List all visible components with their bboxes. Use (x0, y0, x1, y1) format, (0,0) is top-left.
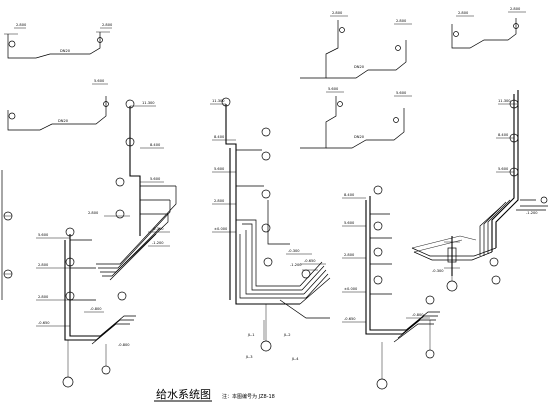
riser-system-3: 8.400 5.600 2.800 ±0.000 -0.650 -0.800 1… (342, 90, 548, 390)
detail-sketch-2: 5.600 DN20 (7, 79, 109, 131)
s1-elev-bottom: -0.800 (118, 343, 130, 347)
s2-tag-jl2: JL-2 (283, 333, 291, 337)
detail-5-elev-b: 5.600 (396, 91, 407, 95)
drawing-note: 注：本图编号为 JZ8-18 (222, 393, 275, 400)
detail-3-elev-a: 2.800 (332, 11, 343, 15)
s2-elev-0000: ±0.000 (214, 227, 228, 231)
s2-elev-11300: 11.300 (212, 99, 225, 103)
s2-tag-jl1: JL-1 (247, 333, 255, 337)
detail-sketch-3: 2.800 2.800 DN20 (300, 11, 412, 79)
riser-system-2: 11.300 8.400 5.600 2.800 ±0.000 -0.300 -… (210, 97, 331, 361)
s3-elev-neg0800: -0.800 (412, 313, 424, 317)
detail-1-dn: DN20 (60, 49, 71, 53)
s3-elev-neg0650: -0.650 (344, 317, 356, 321)
s3-elev-meter: -0.300 (432, 269, 444, 273)
s1-elev-left-a: 5.600 (38, 233, 49, 237)
detail-3-dn: DN20 (354, 65, 365, 69)
s3-right-elev-5600: 5.600 (498, 167, 509, 171)
riser-system-1: 11.300 8.400 5.600 2.800 -0.300 -1.200 5… (36, 99, 177, 388)
drawing-title: 给水系统图 (156, 388, 211, 401)
s1-elev-left-c: 2.800 (38, 295, 49, 299)
s2-elev-5600: 5.600 (214, 167, 225, 171)
s3-elev-8400: 8.400 (344, 193, 355, 197)
s1-elev-left-d: -0.650 (38, 321, 50, 325)
s2-elev-neg0650: -0.650 (304, 259, 316, 263)
s3-right-elev-neg1200: -1.200 (526, 211, 538, 215)
s3-right-elev-8400: 8.400 (498, 133, 509, 137)
detail-sketch-5: 5.600 5.600 DN20 (300, 87, 412, 149)
s2-elev-8400: 8.400 (214, 135, 225, 139)
s1-elev-2800: 2.800 (88, 211, 99, 215)
detail-sketch-1: 2.800 2.800 DN20 (4, 23, 113, 59)
s2-tag-jl4: JL-4 (291, 357, 299, 361)
detail-1-elev-a: 2.800 (16, 23, 27, 27)
s1-elev-neg1200: -1.200 (152, 241, 164, 245)
title-block: 给水系统图 注：本图编号为 JZ8-18 (154, 388, 275, 402)
s3-right-elev-11300: 11.300 (498, 99, 511, 103)
detail-1-elev-b: 2.800 (102, 23, 113, 27)
s1-elev-neg0300: -0.300 (152, 227, 164, 231)
s1-elev-5600: 5.600 (150, 177, 161, 181)
detail-2-dn: DN20 (58, 119, 69, 123)
detail-5-elev-a: 5.600 (328, 87, 339, 91)
detail-2-elev: 5.600 (94, 79, 105, 83)
left-edge-symbols (1, 170, 13, 300)
s2-elev-neg0300: -0.300 (288, 249, 300, 253)
s3-elev-2800: 2.800 (344, 253, 355, 257)
detail-3-elev-b: 2.800 (396, 19, 407, 23)
detail-4-elev-b: 2.800 (510, 7, 521, 11)
s1-elev-low: -0.800 (90, 307, 102, 311)
detail-4-elev-a: 2.800 (458, 11, 469, 15)
s3-elev-5600: 5.600 (344, 221, 355, 225)
s1-elev-11300: 11.300 (142, 101, 155, 105)
s3-elev-0000: ±0.000 (344, 287, 358, 291)
s2-elev-2800: 2.800 (214, 199, 225, 203)
detail-5-dn: DN20 (354, 135, 365, 139)
detail-sketch-4: 2.800 2.800 (451, 7, 526, 49)
s1-elev-8400: 8.400 (150, 143, 161, 147)
s2-tag-jl3: JL-3 (245, 355, 253, 359)
s2-elev-neg1200: -1.200 (290, 263, 302, 267)
s1-elev-left-b: 2.800 (38, 263, 49, 267)
